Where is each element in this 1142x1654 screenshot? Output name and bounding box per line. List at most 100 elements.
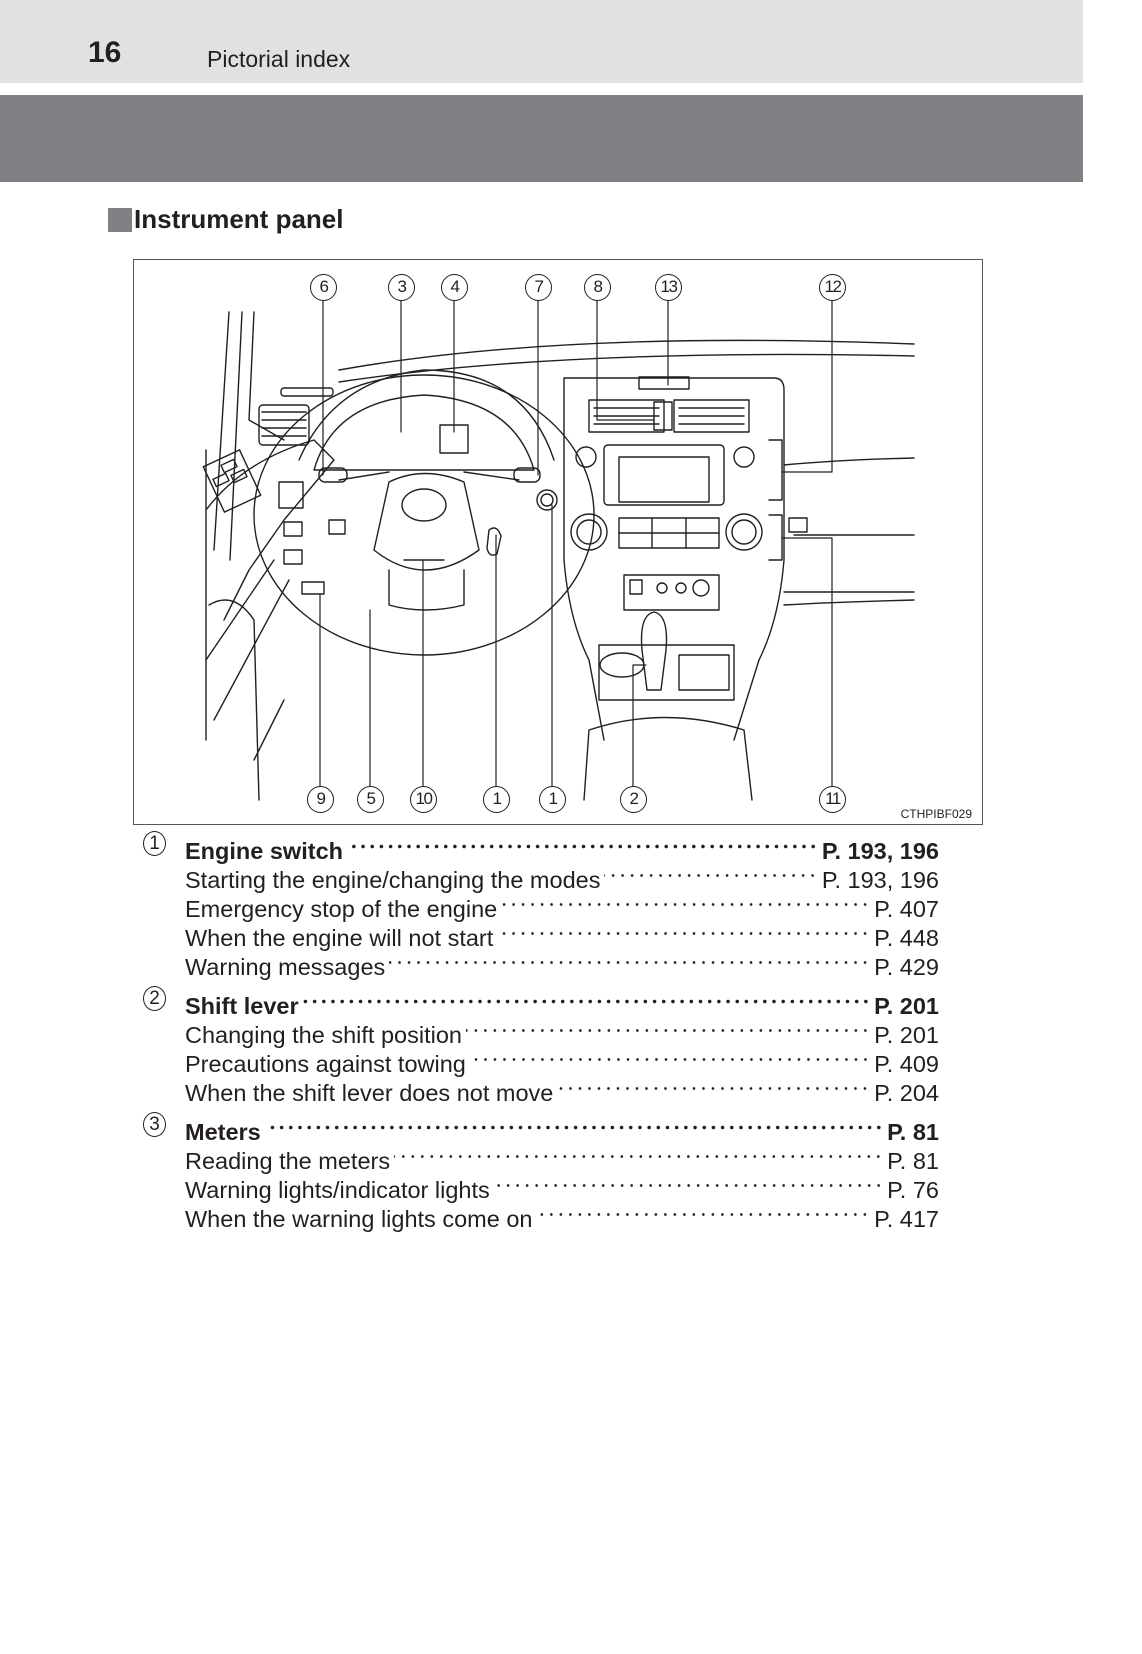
subentry-pages: P. 193, 196 — [821, 867, 939, 893]
subentry-label: When the shift lever does not move — [185, 1080, 554, 1106]
wheel-bottom-spoke — [388, 569, 465, 611]
ac-left-dial-inner — [576, 519, 602, 545]
header-gray-band — [0, 95, 1083, 182]
toyota-emblem — [401, 488, 447, 522]
ac-buttons-grid — [618, 517, 720, 549]
subentry-pages: P. 448 — [874, 925, 939, 951]
console-box — [678, 654, 730, 691]
center-air-vent-right — [673, 399, 750, 433]
leader-dots — [493, 1181, 884, 1190]
engine-switch-button — [536, 489, 558, 511]
index-subentry[interactable]: When the shift lever does not move P. 20… — [143, 1072, 939, 1106]
index-group-shift-lever: 2 Shift lever P. 201 Changing the shift … — [143, 983, 939, 1106]
shift-lever — [640, 611, 668, 691]
right-dash-lines — [783, 457, 915, 606]
item-number-badge: 2 — [143, 986, 166, 1011]
wheel-spokes — [338, 471, 520, 481]
power-outlet — [692, 579, 710, 597]
index-subentry[interactable]: Warning messages P. 429 — [143, 946, 939, 980]
index-subentry[interactable]: Precautions against towing P. 409 — [143, 1043, 939, 1077]
console-tray — [598, 644, 735, 701]
left-lever-stalk — [318, 467, 348, 483]
left-air-vent — [258, 404, 310, 446]
leader-dots — [347, 842, 818, 851]
entry-pages: P. 201 — [874, 993, 939, 1019]
aux-jack-1 — [656, 582, 668, 594]
a-pillar — [213, 311, 285, 561]
accessory-switch — [629, 579, 643, 595]
center-vent-divider — [653, 401, 673, 431]
subentry-label: Changing the shift position — [185, 1022, 462, 1048]
door-panel — [205, 439, 335, 741]
steering-wheel-outer — [253, 374, 595, 656]
leader-lines-top — [322, 299, 833, 476]
entry-pages: P. 193, 196 — [821, 838, 939, 864]
callout-10: 10 — [410, 786, 437, 813]
top-display-housing — [638, 376, 690, 390]
meter-hood — [298, 369, 555, 461]
callout-4: 4 — [441, 274, 468, 301]
leader-dots — [497, 929, 871, 938]
wheel-right-button — [486, 527, 502, 556]
left-vent-slats — [261, 411, 307, 437]
subentry-label: When the warning lights come on — [185, 1206, 533, 1232]
index-entry-main[interactable]: 1 Engine switch P. 193, 196 — [143, 828, 939, 864]
leader-dots — [604, 871, 818, 880]
subentry-pages: P. 76 — [887, 1177, 939, 1203]
entry-title: Meters — [185, 1119, 261, 1145]
section-title: Instrument panel — [134, 204, 344, 234]
callout-12: 12 — [819, 274, 846, 301]
callout-5: 5 — [357, 786, 384, 813]
right-switch — [788, 517, 808, 533]
left-switch-1 — [278, 481, 304, 509]
dashboard-illustration — [202, 299, 915, 801]
center-air-vent-left — [588, 399, 665, 433]
index-subentry[interactable]: Emergency stop of the engine P. 407 — [143, 888, 939, 922]
window-switch-panel — [202, 449, 262, 513]
right-bracket-12 — [768, 439, 783, 561]
running-title: Pictorial index — [207, 46, 351, 72]
index-group-meters: 3 Meters P. 81 Reading the meters P. 81 … — [143, 1109, 939, 1232]
leader-dots — [302, 997, 871, 1006]
leader-dots — [501, 900, 871, 909]
index-subentry[interactable]: Reading the meters P. 81 — [143, 1140, 939, 1174]
index-subentry[interactable]: Warning lights/indicator lights P. 76 — [143, 1169, 939, 1203]
callout-1b: 1 — [539, 786, 566, 813]
index-subentry[interactable]: Changing the shift position P. 201 — [143, 1014, 939, 1048]
audio-left-knob — [575, 446, 597, 468]
audio-unit — [603, 444, 725, 506]
accessory-panel — [623, 574, 720, 611]
subentry-label: Starting the engine/changing the modes — [185, 867, 601, 893]
center-stack-outline — [563, 377, 785, 741]
audio-right-knob — [733, 446, 755, 468]
subentry-pages: P. 417 — [874, 1206, 939, 1232]
subentry-label: Warning lights/indicator lights — [185, 1177, 490, 1203]
item-number-badge: 1 — [143, 831, 166, 856]
leader-dots — [557, 1084, 871, 1093]
subentry-pages: P. 409 — [874, 1051, 939, 1077]
subentry-label: When the engine will not start — [185, 925, 494, 951]
index-subentry[interactable]: When the warning lights come on P. 417 — [143, 1198, 939, 1232]
engine-switch-ring — [540, 493, 554, 507]
leader-lines-bottom — [319, 504, 833, 787]
leader-dots — [394, 1152, 884, 1161]
index-entry-main[interactable]: 3 Meters P. 81 — [143, 1109, 939, 1145]
callout-8: 8 — [584, 274, 611, 301]
subentry-pages: P. 429 — [874, 954, 939, 980]
side-defrost-vent — [280, 387, 334, 397]
left-switch-3 — [283, 549, 303, 565]
callout-1a: 1 — [483, 786, 510, 813]
subentry-label: Warning messages — [185, 954, 386, 980]
callout-3: 3 — [388, 274, 415, 301]
ac-right-dial — [725, 513, 763, 551]
subentry-label: Emergency stop of the engine — [185, 896, 498, 922]
center-console — [583, 716, 753, 801]
leader-dots — [465, 1026, 871, 1035]
leader-dots — [389, 958, 871, 967]
callout-11: 11 — [819, 786, 846, 813]
left-switch-2 — [283, 521, 303, 537]
wheel-left-button — [328, 519, 346, 535]
index-subentry[interactable]: When the engine will not start P. 448 — [143, 917, 939, 951]
index-subentry[interactable]: Starting the engine/changing the modes P… — [143, 859, 939, 893]
index-entry-main[interactable]: 2 Shift lever P. 201 — [143, 983, 939, 1019]
